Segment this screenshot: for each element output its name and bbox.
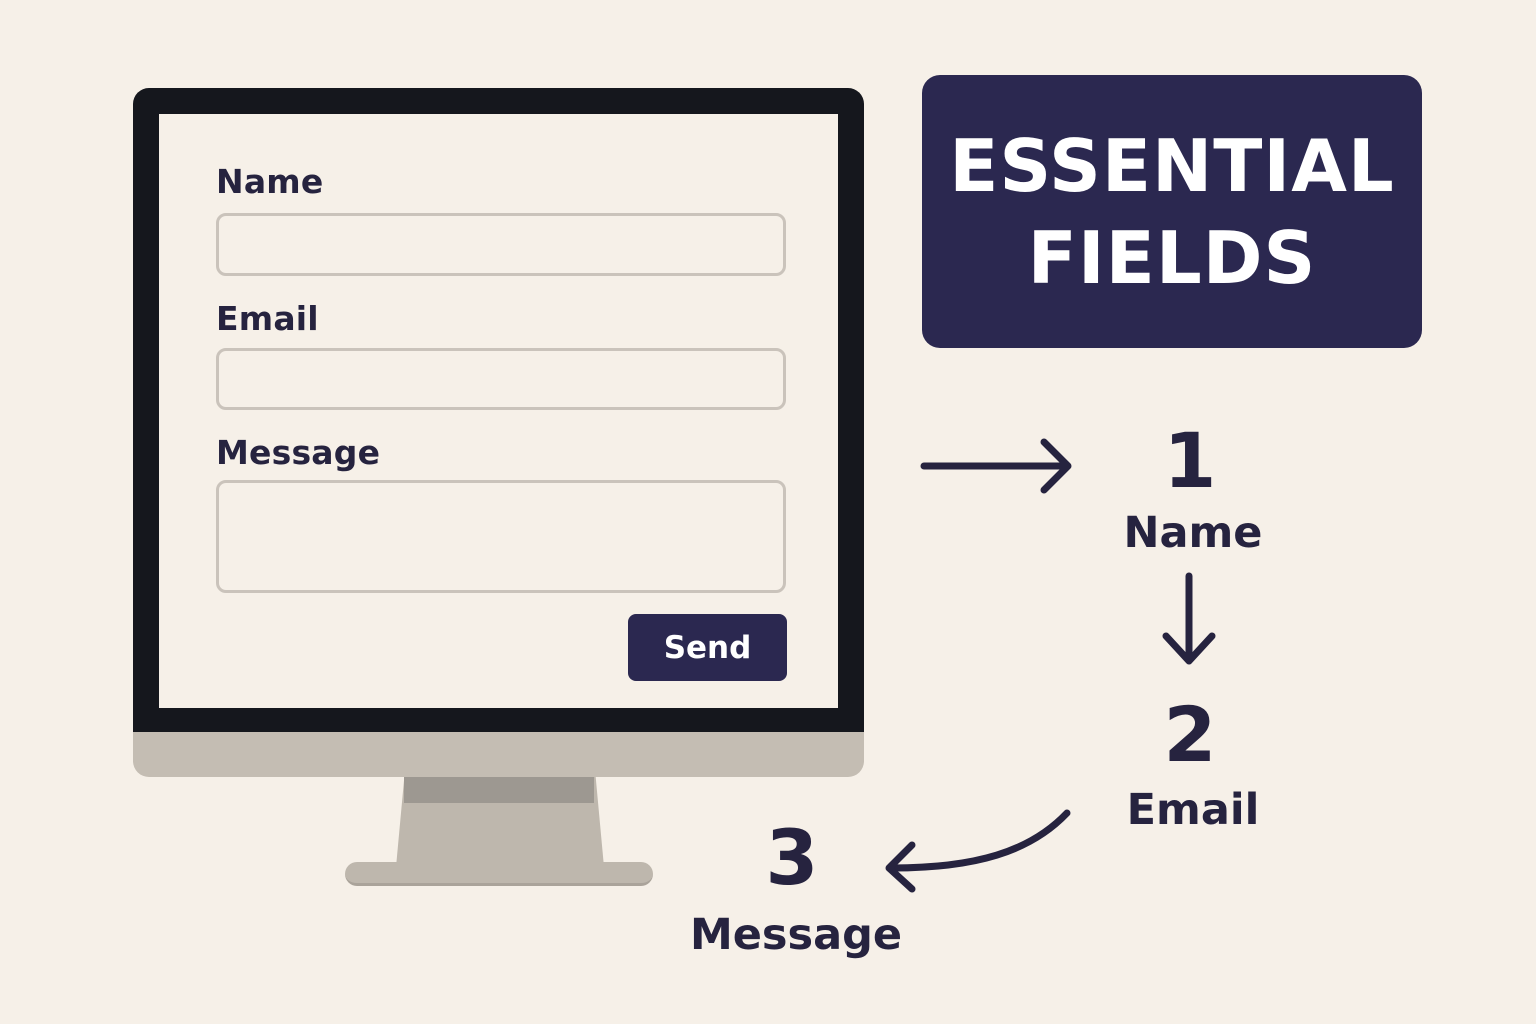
monitor-chin bbox=[133, 732, 864, 777]
name-field-label: Name bbox=[216, 162, 324, 201]
arrow-curved-left-icon bbox=[885, 809, 1071, 893]
step-2-number: 2 bbox=[1163, 690, 1217, 779]
step-2-label: Email bbox=[1126, 785, 1260, 835]
name-input[interactable] bbox=[216, 213, 786, 276]
email-input[interactable] bbox=[216, 348, 786, 410]
title-line-2: FIELDS bbox=[1027, 215, 1317, 300]
message-textarea[interactable] bbox=[216, 480, 786, 593]
arrow-right-icon bbox=[920, 438, 1072, 494]
step-3-number: 3 bbox=[765, 813, 819, 902]
monitor-stand-shadow bbox=[404, 777, 594, 803]
title-line-1: ESSENTIAL bbox=[949, 123, 1395, 208]
step-1-label: Name bbox=[1123, 508, 1263, 558]
monitor-stand-base bbox=[345, 862, 653, 886]
step-3-label: Message bbox=[689, 910, 903, 960]
title-badge: ESSENTIAL FIELDS bbox=[922, 75, 1422, 348]
step-1-number: 1 bbox=[1163, 416, 1217, 505]
email-field-label: Email bbox=[216, 299, 319, 338]
arrow-down-icon bbox=[1162, 572, 1216, 665]
send-button[interactable]: Send bbox=[628, 614, 787, 681]
message-field-label: Message bbox=[216, 433, 381, 472]
